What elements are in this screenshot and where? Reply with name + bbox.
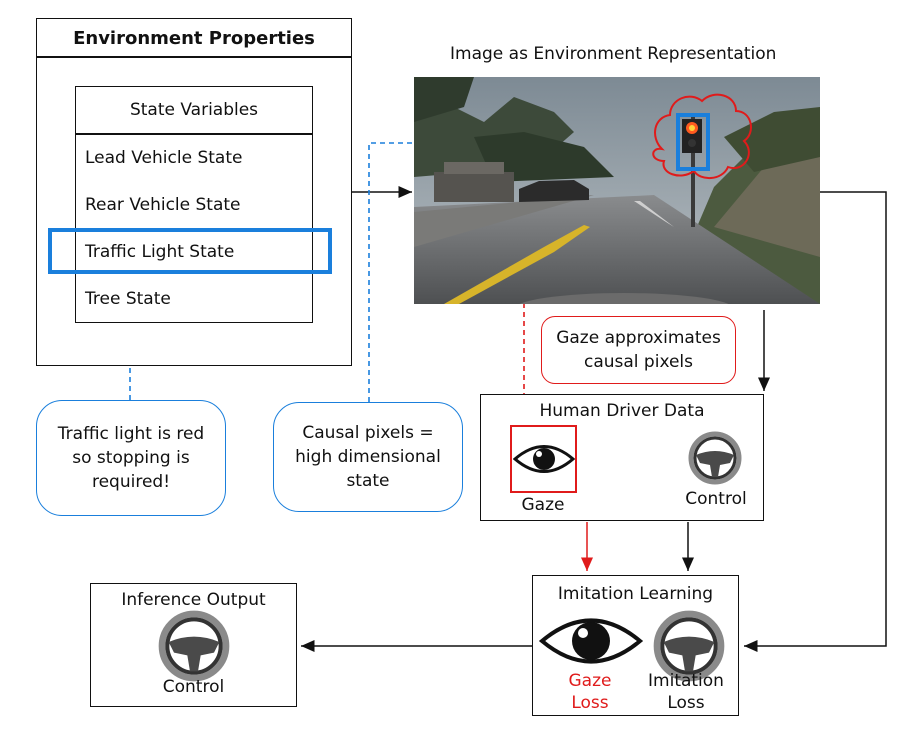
eye-icon-large xyxy=(539,618,643,664)
state-item-tree: Tree State xyxy=(85,289,171,309)
steering-wheel-icon xyxy=(688,431,742,485)
control-label: Control xyxy=(685,489,747,509)
traffic-light-bbox xyxy=(676,113,710,171)
environment-properties-title: Environment Properties xyxy=(73,28,315,49)
callout-gaze-approximates: Gaze approximates causal pixels xyxy=(541,316,736,384)
state-variables-header: State Variables xyxy=(129,100,259,120)
state-item-traffic-light: Traffic Light State xyxy=(85,242,235,262)
human-driver-title: Human Driver Data xyxy=(539,401,705,421)
gaze-highlight-box xyxy=(510,425,577,493)
gaze-label: Gaze xyxy=(521,495,565,515)
state-variables-box xyxy=(75,86,313,323)
steering-wheel-icon-imitation xyxy=(653,610,725,682)
state-variables-divider xyxy=(75,133,313,135)
inference-control-label: Control xyxy=(162,677,225,697)
gaze-region-cloud xyxy=(652,93,752,179)
image-caption: Image as Environment Representation xyxy=(450,44,777,64)
imitation-learning-title: Imitation Learning xyxy=(557,584,714,604)
gaze-loss-label: Gaze Loss xyxy=(568,671,612,713)
traffic-light-state-highlight xyxy=(48,228,332,274)
state-item-lead: Lead Vehicle State xyxy=(85,148,243,168)
callout-causal-pixels: Causal pixels = high dimensional state xyxy=(273,402,463,512)
eye-icon xyxy=(513,445,575,473)
inference-output-title: Inference Output xyxy=(121,590,266,610)
environment-properties-divider xyxy=(36,56,352,58)
state-item-rear: Rear Vehicle State xyxy=(85,195,241,215)
steering-wheel-icon-inference xyxy=(158,610,230,682)
driving-scene-image xyxy=(414,77,820,304)
imitation-loss-label: Imitation Loss xyxy=(648,671,724,713)
callout-red-light: Traffic light is red so stopping is requ… xyxy=(36,400,226,516)
